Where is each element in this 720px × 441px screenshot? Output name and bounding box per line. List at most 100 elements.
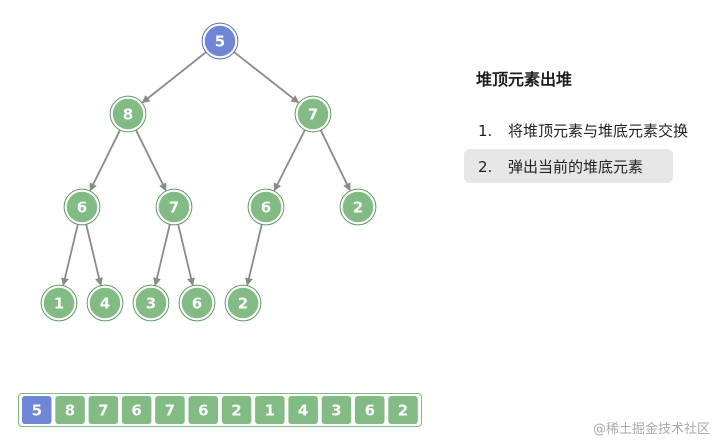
tree-node: 1 — [40, 284, 78, 322]
tree-edge — [134, 129, 167, 192]
cell-value: 4 — [298, 402, 308, 420]
cell-box — [221, 396, 252, 424]
cell-value: 7 — [165, 402, 175, 420]
node-circle — [156, 189, 192, 225]
node-ring — [109, 95, 147, 133]
node-circle — [64, 189, 100, 225]
cell-value: 6 — [131, 402, 141, 420]
node-value: 6 — [77, 199, 87, 217]
node-ring — [40, 284, 78, 322]
node-circle — [110, 96, 146, 132]
node-value: 1 — [54, 295, 64, 313]
array-cell: 4 — [288, 396, 318, 424]
array-cell: 7 — [155, 396, 185, 424]
cell-value: 2 — [231, 402, 241, 420]
tree-node: 3 — [132, 284, 170, 322]
tree-edge — [177, 223, 195, 286]
node-ring — [201, 22, 239, 60]
cell-box — [288, 396, 318, 424]
node-value: 8 — [123, 106, 133, 124]
cell-box — [355, 396, 385, 424]
array-cell: 2 — [388, 396, 418, 424]
node-ring — [178, 284, 216, 322]
array-cell: 6 — [355, 396, 385, 424]
step-2-active: 2. 弹出当前的堆底元素 — [464, 149, 673, 183]
node-ring — [224, 284, 262, 322]
tree-node: 6 — [178, 284, 216, 322]
tree-nodes: 5 8 7 6 7 6 2 1 4 3 6 2 — [40, 22, 377, 322]
step-2-text: 弹出当前的堆底元素 — [508, 158, 644, 176]
node-ring — [132, 284, 170, 322]
cell-value: 7 — [98, 402, 108, 420]
cell-value: 1 — [265, 402, 275, 420]
tree-node: 6 — [247, 188, 285, 226]
node-ring — [339, 188, 377, 226]
node-circle — [87, 285, 123, 321]
cell-box — [255, 396, 285, 424]
array-cell: 2 — [221, 396, 252, 424]
panel-title: 堆顶元素出堆 — [476, 70, 573, 89]
node-circle — [295, 96, 331, 132]
tree-edge — [319, 129, 351, 192]
node-circle — [225, 285, 261, 321]
node-value: 5 — [215, 33, 225, 51]
tree-edge — [233, 51, 300, 104]
tree-node: 2 — [224, 284, 262, 322]
cell-value: 3 — [331, 402, 341, 420]
node-circle — [248, 189, 284, 225]
cell-value: 6 — [198, 402, 208, 420]
tree-node: 6 — [63, 188, 101, 226]
array-cell: 6 — [121, 396, 152, 424]
array-cell: 7 — [88, 396, 119, 424]
node-ring — [86, 284, 124, 322]
cell-box — [22, 396, 52, 424]
node-ring — [247, 188, 285, 226]
array-frame — [18, 393, 422, 427]
node-circle — [179, 285, 215, 321]
cell-value: 5 — [32, 402, 42, 420]
cell-value: 2 — [398, 402, 408, 420]
cell-box — [188, 396, 218, 424]
cell-box — [88, 396, 119, 424]
node-circle — [340, 189, 376, 225]
node-circle — [202, 23, 238, 59]
tree-node: 7 — [155, 188, 193, 226]
watermark: @稀土掘金技术社区 — [592, 422, 710, 437]
array-cell: 1 — [255, 396, 285, 424]
node-value: 6 — [192, 295, 202, 313]
cell-box — [388, 396, 418, 424]
node-value: 2 — [238, 295, 248, 313]
tree-edge — [85, 223, 103, 286]
step-1-number: 1. — [478, 122, 493, 140]
cell-box — [155, 396, 185, 424]
tree-edge — [273, 129, 306, 192]
node-value: 6 — [261, 199, 271, 217]
step-1: 1.将堆顶元素与堆底元素交换 — [478, 120, 688, 141]
node-ring — [155, 188, 193, 226]
tree-node: 4 — [86, 284, 124, 322]
node-value: 4 — [100, 295, 110, 313]
node-value: 7 — [308, 106, 318, 124]
tree-edge — [89, 129, 122, 192]
tree-edge — [61, 223, 79, 286]
node-value: 7 — [169, 199, 179, 217]
node-circle — [133, 285, 169, 321]
tree-node: 2 — [339, 188, 377, 226]
tree-node: 7 — [294, 95, 332, 133]
tree-edge — [245, 223, 263, 286]
array-cell: 6 — [188, 396, 218, 424]
tree-edge — [141, 51, 207, 104]
step-2-number: 2. — [478, 158, 493, 176]
cell-box — [321, 396, 352, 424]
cell-box — [55, 396, 85, 424]
array-cell: 8 — [55, 396, 85, 424]
node-circle — [41, 285, 77, 321]
tree-edge — [153, 223, 171, 286]
cell-box — [121, 396, 152, 424]
cell-value: 6 — [365, 402, 375, 420]
node-value: 2 — [353, 199, 363, 217]
array-cell: 3 — [321, 396, 352, 424]
node-ring — [63, 188, 101, 226]
